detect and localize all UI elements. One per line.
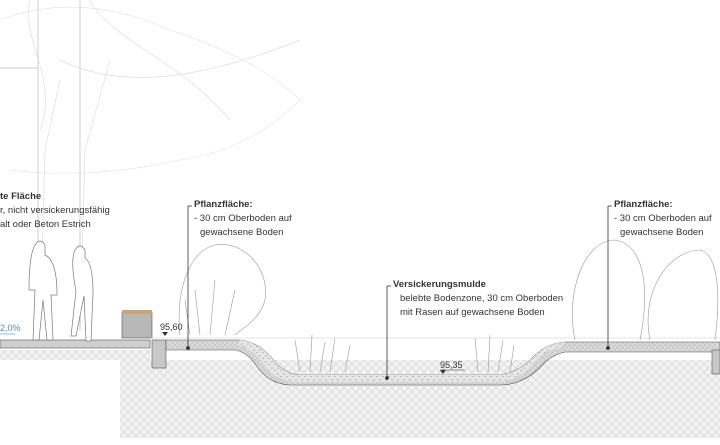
- native-soil: [120, 360, 720, 438]
- topsoil-layer: [165, 339, 720, 386]
- planting-right-line1: - 30 cm Oberboden auf: [614, 213, 712, 224]
- leader-lines: [186, 205, 612, 380]
- sidewalk: [0, 339, 151, 349]
- pedestrians-icon: [28, 240, 94, 342]
- level-marker-icon: [162, 332, 168, 336]
- paved-area-line1: r, nicht versickerungsfähig: [0, 205, 110, 216]
- planting-left-line1: - 30 cm Oberboden auf: [194, 213, 292, 224]
- paved-area-label: te Fläche r, nicht versickerungsfähig al…: [0, 190, 110, 232]
- paved-area-title: te Fläche: [0, 191, 42, 202]
- planting-left-title: Pflanzfläche:: [194, 199, 253, 210]
- paved-area-line2: alt oder Beton Estrich: [0, 219, 91, 230]
- planting-right-line2: gewachsene Boden: [620, 227, 704, 238]
- slope-label: 2,0%: [0, 323, 21, 333]
- swale-label: Versickerungsmulde belebte Bodenzone, 30…: [393, 278, 563, 320]
- planting-right-title: Pflanzfläche:: [614, 199, 673, 210]
- level-marker-icon: [440, 370, 446, 374]
- planting-left-line2: gewachsene Boden: [200, 227, 284, 238]
- swale-line1: belebte Bodenzone, 30 cm Oberboden: [400, 293, 564, 304]
- swale-line2: mit Rasen auf gewachsene Boden: [400, 307, 545, 318]
- curb-bench: [121, 311, 153, 339]
- edge-stone: [151, 339, 167, 369]
- swale-title: Versickerungsmulde: [393, 279, 486, 290]
- level-left: 95,60: [160, 322, 183, 332]
- planting-right-label: Pflanzfläche: - 30 cm Oberboden auf gewa…: [614, 198, 712, 240]
- planting-left-label: Pflanzfläche: - 30 cm Oberboden auf gewa…: [194, 198, 292, 240]
- level-swale: 95,35: [440, 360, 463, 370]
- plant-icons: [178, 239, 719, 373]
